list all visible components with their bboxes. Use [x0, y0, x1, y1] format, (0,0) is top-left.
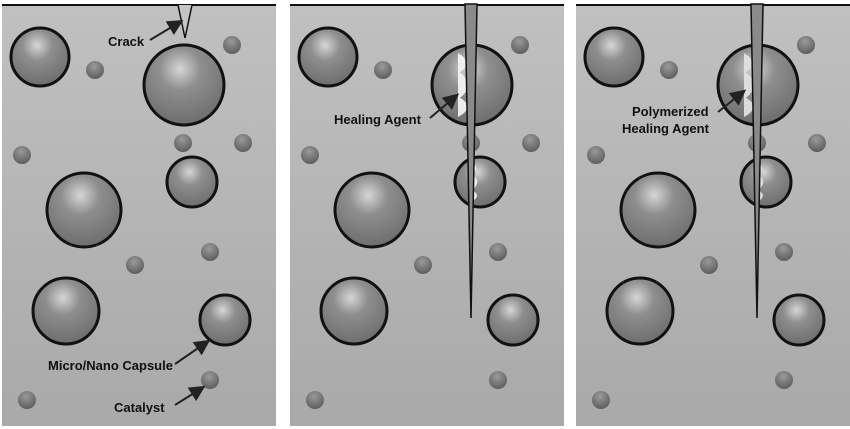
capsule [739, 155, 793, 209]
catalyst-particle [201, 371, 219, 389]
capsule [333, 171, 411, 249]
capsule-arrow [174, 339, 211, 365]
crack [464, 3, 478, 319]
panel-3-labels: Polymerized Healing Agent [622, 89, 747, 136]
capsule [45, 171, 123, 249]
catalyst-particle [808, 134, 826, 152]
polymerized-label-line2: Healing Agent [622, 121, 710, 136]
polymerized-arrow [717, 89, 747, 113]
catalyst-particle [306, 391, 324, 409]
capsule [486, 293, 540, 347]
capsule [198, 293, 252, 347]
panel-2-labels: Healing Agent [334, 93, 460, 127]
crack-notch [177, 4, 193, 39]
catalyst-particle [511, 36, 529, 54]
panel-1-labels: Crack Micro/Nano Capsule Catalyst [48, 19, 211, 415]
catalyst-particle [700, 256, 718, 274]
panel-3 [576, 3, 850, 426]
catalyst-particle [489, 243, 507, 261]
capsule [165, 155, 219, 209]
catalyst-label: Catalyst [114, 400, 165, 415]
capsule [142, 43, 226, 127]
capsule [319, 276, 389, 346]
catalyst-particle [223, 36, 241, 54]
catalyst-particle [489, 371, 507, 389]
healing-agent-label: Healing Agent [334, 112, 422, 127]
polymerized-healing-agent [744, 53, 754, 117]
catalyst-particle [775, 371, 793, 389]
crack [750, 3, 764, 319]
crack-arrow [149, 19, 184, 41]
catalyst-particle [522, 134, 540, 152]
capsule [9, 26, 71, 88]
catalyst-particle [414, 256, 432, 274]
catalyst-particle [174, 134, 192, 152]
panel-1 [2, 4, 276, 426]
capsule [31, 276, 101, 346]
capsule [605, 276, 675, 346]
catalyst-particle [592, 391, 610, 409]
catalyst-particle [374, 61, 392, 79]
capsule [619, 171, 697, 249]
catalyst-arrow [174, 385, 206, 406]
catalyst-particle [301, 146, 319, 164]
catalyst-particle [86, 61, 104, 79]
polymerized-label-line1: Polymerized [632, 104, 709, 119]
crack-label: Crack [108, 34, 145, 49]
catalyst-particle [797, 36, 815, 54]
healing-agent-arrow [429, 93, 460, 119]
capsule [297, 26, 359, 88]
catalyst-particle [775, 243, 793, 261]
catalyst-particle [201, 243, 219, 261]
catalyst-particle [13, 146, 31, 164]
catalyst-particle [587, 146, 605, 164]
capsule [453, 155, 507, 209]
catalyst-particle [234, 134, 252, 152]
capsule [583, 26, 645, 88]
capsule [772, 293, 826, 347]
catalyst-particle [126, 256, 144, 274]
catalyst-particle [18, 391, 36, 409]
panel-2 [290, 3, 564, 426]
catalyst-particle [660, 61, 678, 79]
healing-agent [458, 53, 468, 117]
capsule-label: Micro/Nano Capsule [48, 358, 173, 373]
